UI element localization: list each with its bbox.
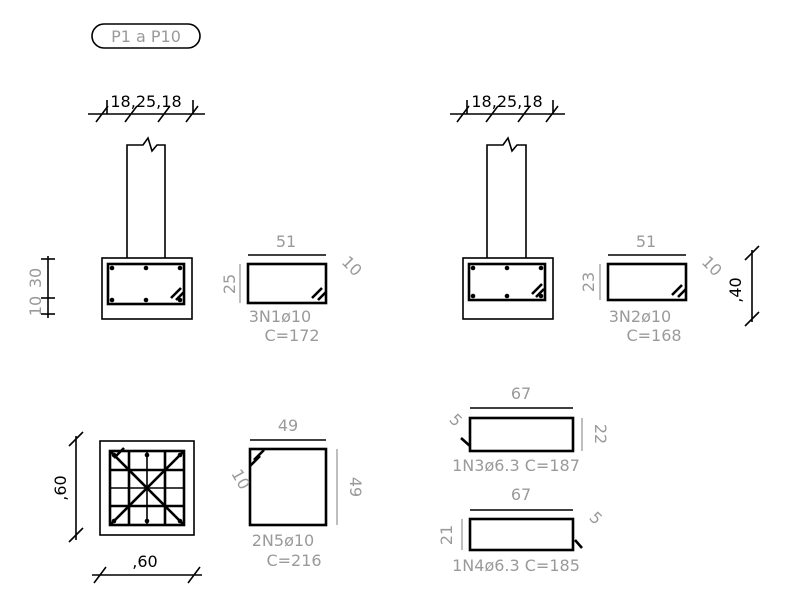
stirrup-n1 <box>106 262 186 306</box>
side-dim-a: 10 <box>26 296 45 316</box>
bar-n1-width: 51 <box>276 232 296 251</box>
bar-n2-shape <box>606 262 688 302</box>
bar-n5-height: 49 <box>346 477 365 497</box>
bar-n5-shape <box>248 447 328 527</box>
footing-outline-right <box>462 257 554 320</box>
bar-n2-label: 3N2ø10 <box>609 307 671 326</box>
column-section-right: 18,25,18 51 23 10 3N2ø10 C=168 ,40 <box>450 92 760 345</box>
bar-n2-length: C=168 <box>626 326 681 345</box>
bar-n2-width: 51 <box>636 232 656 251</box>
stirrup-n4-left: 21 <box>437 525 456 545</box>
stirrup-n4-detail: 67 21 5 1N4ø6.3 C=185 <box>437 485 606 575</box>
stirrup-n3-label: 1N3ø6.3 C=187 <box>452 456 580 475</box>
stirrup-n4-top: 67 <box>511 485 531 504</box>
stirrup-n4-shape <box>468 517 575 552</box>
top-left-dims: 18,25,18 <box>110 92 181 111</box>
bar-n1-hook: 10 <box>338 252 366 280</box>
stirrup-n4-label: 1N4ø6.3 C=185 <box>452 556 580 575</box>
column-section-left: 18,25,18 10 30 51 25 10 3N1ø10 C=1 <box>26 92 366 345</box>
side-dim-b: 30 <box>26 268 45 288</box>
bar-n1-length: C=172 <box>264 326 319 345</box>
stirrup-n2 <box>467 262 547 302</box>
bar-n1-height: 25 <box>220 274 239 294</box>
plan-side-dim-text: ,60 <box>51 475 70 500</box>
bar-n1-shape <box>246 262 328 305</box>
title-text: P1 a P10 <box>111 27 181 46</box>
stirrup-n3-top: 67 <box>511 384 531 403</box>
bar-n5-length: C=216 <box>266 551 321 570</box>
stirrup-n4-hook: 5 <box>586 508 607 529</box>
stirrup-n3-hook: 5 <box>446 410 467 431</box>
column-shaft-right <box>486 136 527 258</box>
bar-n1-label: 3N1ø10 <box>249 307 311 326</box>
stirrup-n3-right: 22 <box>591 424 610 444</box>
footing-plan: ,60 ,60 49 49 10 2N5ø10 C=216 <box>51 416 365 584</box>
footing-outline <box>101 257 193 320</box>
top-right-dims: 18,25,18 <box>471 92 542 111</box>
stirrup-n3-shape <box>468 416 575 453</box>
side-dim-right-text: ,40 <box>726 277 745 302</box>
bar-n5-width: 49 <box>278 416 298 435</box>
plan-bottom-dim-text: ,60 <box>132 552 157 571</box>
footing-plan-outline <box>99 440 195 536</box>
stirrup-n3-detail: 67 22 5 1N3ø6.3 C=187 <box>446 384 610 475</box>
bar-n2-height: 23 <box>579 272 598 292</box>
column-shaft <box>126 136 166 258</box>
bar-n5-label: 2N5ø10 <box>252 531 314 550</box>
bar-n2-hook: 10 <box>698 252 726 280</box>
title-tag: P1 a P10 <box>91 23 201 49</box>
